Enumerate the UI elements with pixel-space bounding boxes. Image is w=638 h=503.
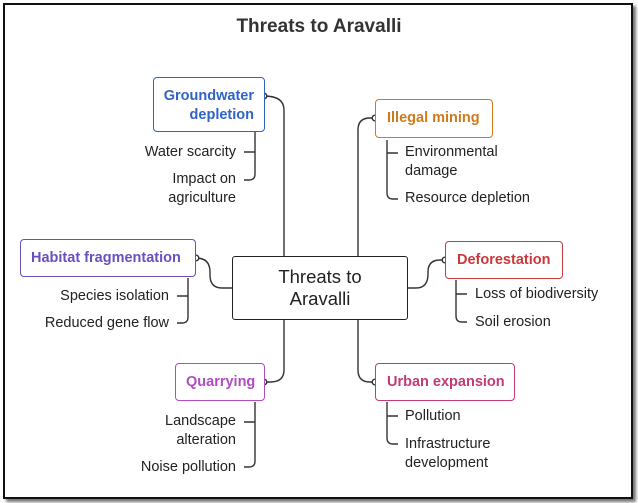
leaf-infrastructure-development: Infrastructure development: [405, 436, 491, 471]
leaf-loss-of-biodiversity: Loss of biodiversity: [475, 286, 599, 302]
connector-groundwater: [263, 95, 285, 256]
diagram-title: Threats to Aravalli: [236, 16, 402, 37]
connector-deforestation: [408, 259, 445, 289]
bracket-habitat: [177, 278, 189, 324]
leaf-pollution: Pollution: [405, 408, 461, 424]
center-node: Threats to Aravalli: [232, 256, 408, 320]
leaf-water-scarcity: Water scarcity: [144, 144, 236, 160]
node-deforestation: Deforestation: [445, 241, 563, 279]
connector-mining: [357, 117, 375, 256]
leaf-reduced-gene-flow: Reduced gene flow: [44, 315, 169, 331]
node-groundwater-line2: depletion: [189, 107, 254, 123]
leaf-impact-on-agriculture: Impact on agriculture: [168, 171, 236, 206]
node-groundwater-line1: Groundwater: [163, 88, 254, 104]
node-groundwater-depletion: Groundwater depletion: [153, 77, 265, 132]
node-illegal-mining: Illegal mining: [375, 99, 493, 138]
leaf-resource-depletion: Resource depletion: [405, 190, 530, 206]
leaf-soil-erosion: Soil erosion: [475, 314, 551, 330]
connector-habitat: [195, 257, 232, 289]
node-habitat-fragmentation: Habitat fragmentation: [20, 239, 196, 277]
leaf-species-isolation: Species isolation: [60, 288, 169, 304]
leaf-environmental-damage: Environmental damage: [405, 144, 498, 179]
bracket-deforestation: [455, 280, 467, 323]
bracket-groundwater: [244, 96, 256, 181]
center-node-line2: Aravalli: [289, 288, 351, 309]
leaf-noise-pollution: Noise pollution: [140, 459, 236, 475]
connector-quarrying: [264, 320, 285, 383]
node-urban-expansion: Urban expansion: [375, 363, 515, 401]
center-node-line1: Threats to: [278, 266, 362, 287]
connector-urban: [357, 320, 375, 383]
node-quarrying: Quarrying: [175, 363, 265, 401]
bracket-quarrying: [244, 402, 256, 468]
bracket-urban: [386, 402, 398, 445]
bracket-mining: [386, 140, 398, 200]
leaf-landscape-alteration: Landscape alteration: [165, 413, 236, 448]
